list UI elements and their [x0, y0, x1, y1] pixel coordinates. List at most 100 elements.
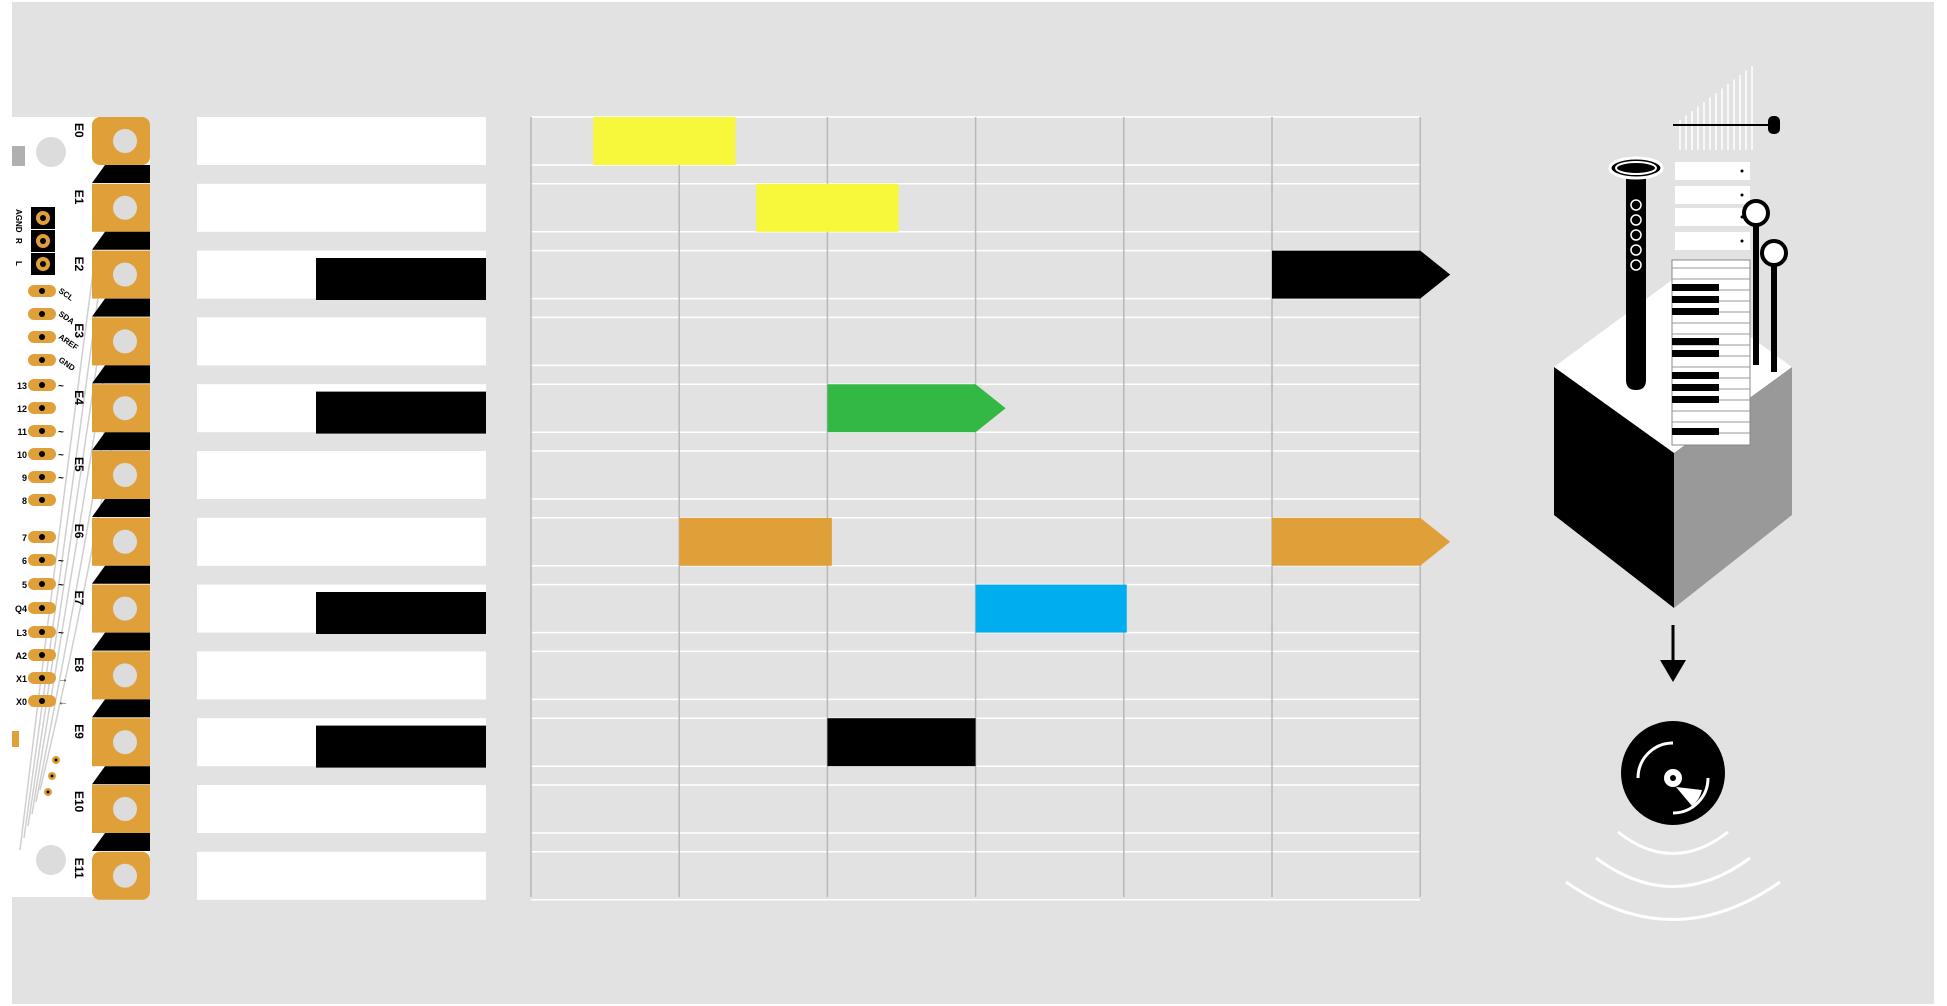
electrode-hole — [113, 329, 137, 353]
white-key — [197, 184, 486, 232]
electrode-hole — [113, 663, 137, 687]
black-key — [316, 726, 486, 768]
electrode-hole — [113, 797, 137, 821]
keyboard-black-key — [1672, 308, 1719, 315]
electrode-hole — [113, 263, 137, 287]
electrode-label: E6 — [72, 524, 86, 539]
jack-hole — [40, 261, 46, 267]
pin-mark: ← — [58, 697, 68, 708]
jack-hole — [40, 215, 46, 221]
digital-pin-hole — [39, 698, 45, 704]
keyboard-black-key — [1672, 350, 1719, 357]
via-hole — [55, 759, 58, 762]
electrode-label: E2 — [72, 257, 86, 272]
digital-pin-hole — [39, 652, 45, 658]
pin-mark: ~ — [58, 450, 64, 461]
digital-pin-hole — [39, 605, 45, 611]
note-block — [1272, 518, 1450, 566]
pin-mark: → — [58, 674, 68, 685]
panel-row — [1675, 162, 1750, 180]
mounting-hole — [36, 845, 66, 875]
bus-pin-hole — [39, 334, 45, 340]
note-block — [679, 518, 832, 566]
clarinet-key — [1631, 230, 1641, 240]
electrode-label: E10 — [72, 791, 86, 813]
panel-dot — [1741, 194, 1744, 197]
pin-mark: ~ — [58, 381, 64, 392]
pin-mark: ~ — [58, 628, 64, 639]
keyboard-black-key — [1672, 284, 1719, 291]
note-block — [593, 117, 735, 165]
pin-number: 12 — [17, 404, 27, 414]
electrode-label: E3 — [72, 323, 86, 338]
electrode-label: E11 — [72, 858, 86, 879]
note-block — [827, 718, 975, 766]
white-key — [197, 117, 486, 165]
pin-number: 8 — [22, 496, 27, 506]
electrode-hole — [113, 530, 137, 554]
note-block — [976, 585, 1127, 633]
edge-pad — [12, 731, 19, 747]
white-key — [197, 651, 486, 699]
pin-number: X1 — [16, 674, 27, 684]
electrode-label: E8 — [72, 657, 86, 672]
note-block — [1272, 251, 1450, 299]
pin-number: 9 — [22, 473, 27, 483]
black-key — [316, 392, 486, 434]
pin-mark: ~ — [58, 556, 64, 567]
electrode-label: E1 — [72, 190, 86, 205]
electrode-hole — [113, 129, 137, 153]
digital-pin-hole — [39, 497, 45, 503]
keyboard-black-key — [1672, 372, 1719, 379]
electrode-hole — [113, 196, 137, 220]
electrode-label: E9 — [72, 724, 86, 739]
white-key — [197, 852, 486, 900]
speaker-dot — [1670, 775, 1676, 781]
panel-row — [1675, 208, 1750, 226]
panel-row — [1675, 186, 1750, 204]
clarinet-key — [1631, 245, 1641, 255]
bus-pin-hole — [39, 357, 45, 363]
digital-pin-hole — [39, 382, 45, 388]
digital-pin-hole — [39, 557, 45, 563]
panel-dot — [1741, 170, 1744, 173]
pin-number: 13 — [17, 381, 27, 391]
electrode-label: E4 — [72, 390, 86, 405]
digital-pin-hole — [39, 534, 45, 540]
digital-pin-hole — [39, 675, 45, 681]
white-key — [197, 785, 486, 833]
electrode-hole — [113, 463, 137, 487]
electrode-hole — [113, 396, 137, 420]
clarinet-key — [1631, 200, 1641, 210]
white-key — [197, 518, 486, 566]
black-key — [316, 258, 486, 300]
bus-pin-hole — [39, 311, 45, 317]
note-block — [827, 384, 1005, 432]
digital-pin-hole — [39, 428, 45, 434]
keyboard-icon — [1672, 260, 1750, 445]
jack-label: R — [14, 238, 23, 244]
pin-number: 7 — [22, 533, 27, 543]
pin-mark: ~ — [58, 427, 64, 438]
digital-pin-hole — [39, 451, 45, 457]
slider-knob — [1768, 116, 1780, 134]
clarinet-key — [1631, 215, 1641, 225]
pin-number: 5 — [22, 580, 27, 590]
pin-number: X0 — [16, 697, 27, 707]
electrode-hole — [113, 864, 137, 888]
pin-number: A2 — [15, 651, 27, 661]
keyboard-black-key — [1672, 428, 1719, 435]
pin-number: L3 — [16, 628, 27, 638]
electrode-label: E0 — [72, 123, 86, 138]
panel-dot — [1741, 240, 1744, 243]
white-key — [197, 317, 486, 365]
speaker-icon — [1621, 721, 1725, 825]
pin-number: Q4 — [15, 604, 27, 614]
pin-number: 11 — [17, 427, 27, 437]
electrode-hole — [113, 730, 137, 754]
electrode-label: E5 — [72, 457, 86, 472]
pin-number: 10 — [17, 450, 27, 460]
keyboard-black-key — [1672, 384, 1719, 391]
